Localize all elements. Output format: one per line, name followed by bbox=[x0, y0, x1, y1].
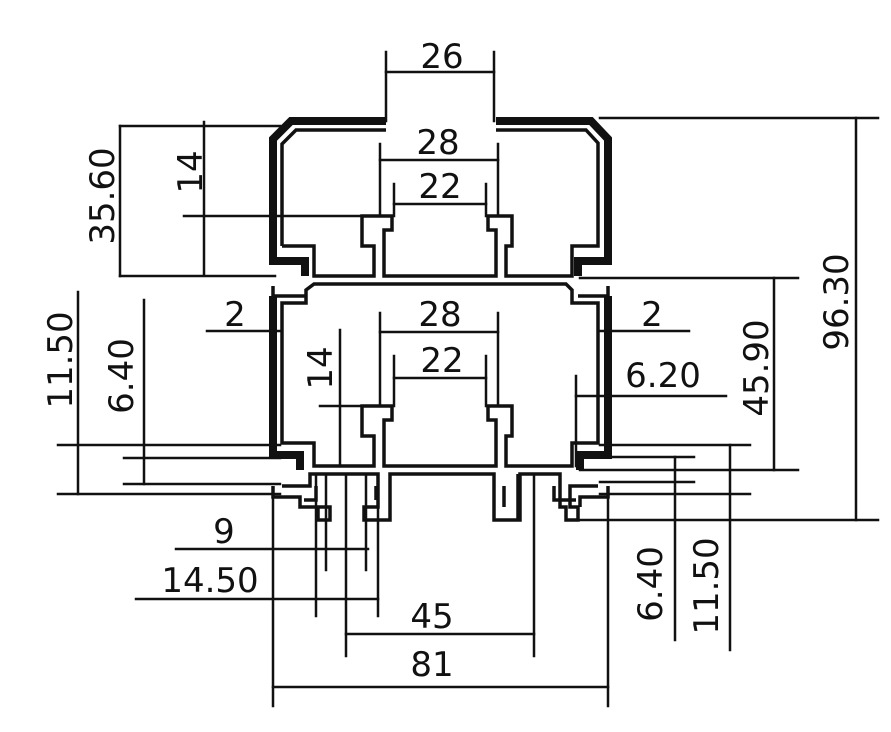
dim-upper-total-height: 35.60 bbox=[83, 147, 123, 244]
dim-right-outer: 11.50 bbox=[687, 537, 727, 634]
dim-right-offset: 6.20 bbox=[625, 356, 701, 396]
dimension-lines bbox=[56, 50, 880, 708]
dim-bottom-14-50: 14.50 bbox=[161, 561, 258, 601]
dim-right-height: 45.90 bbox=[737, 319, 777, 416]
dim-bottom-45: 45 bbox=[410, 597, 453, 637]
dim-total-height: 96.30 bbox=[817, 253, 857, 350]
profile-outer-shell bbox=[269, 117, 612, 276]
dim-left-outer: 11.50 bbox=[41, 311, 81, 408]
dim-left-wall: 2 bbox=[224, 295, 246, 335]
dim-total-width: 81 bbox=[410, 645, 453, 685]
dim-mid-side-height: 14 bbox=[301, 346, 341, 389]
dim-upper-side-height: 14 bbox=[171, 150, 211, 193]
profile-middle-walls bbox=[269, 296, 612, 470]
profile-side-tabs bbox=[271, 286, 610, 298]
dim-right-wall: 2 bbox=[641, 295, 663, 335]
profile-lower-section bbox=[271, 472, 610, 522]
dim-mid-slot-outer: 28 bbox=[418, 295, 461, 335]
dim-upper-slot-outer: 28 bbox=[416, 123, 459, 163]
dim-mid-slot-inner: 22 bbox=[420, 341, 463, 381]
dim-top-opening: 26 bbox=[420, 37, 463, 77]
dim-bottom-9: 9 bbox=[213, 512, 235, 552]
dim-right-inner: 6.40 bbox=[631, 546, 671, 622]
profile-middle-chamber bbox=[280, 282, 600, 468]
profile-upper-inner bbox=[280, 128, 600, 278]
dim-left-inner: 6.40 bbox=[102, 338, 142, 414]
dimension-labels: 26 28 22 14 35.60 2 2 28 22 14 6.20 11.5… bbox=[41, 37, 857, 685]
dim-upper-slot-inner: 22 bbox=[418, 167, 461, 207]
